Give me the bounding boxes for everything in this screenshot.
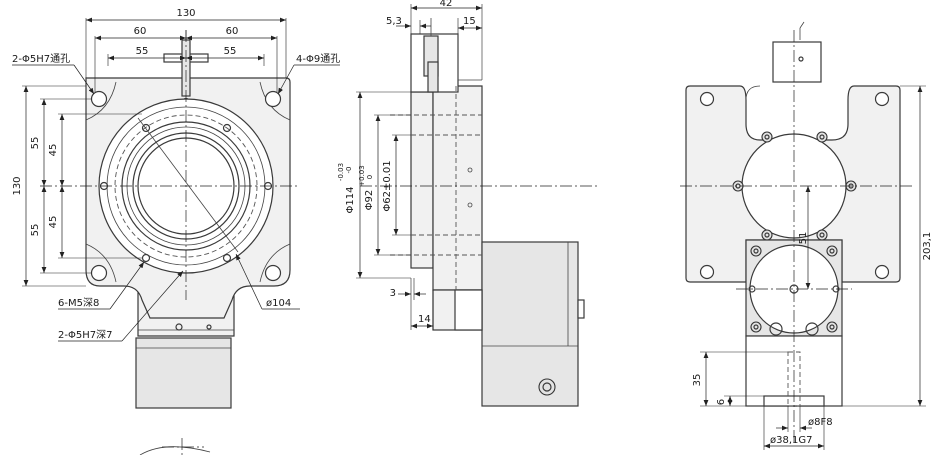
dim-side-114-tol: -0.03 <box>337 163 345 181</box>
side-motor-connector <box>538 378 556 396</box>
dim-front-height-130: 130 <box>12 176 23 195</box>
dim-front-55-right: 55 <box>224 46 237 57</box>
side-view: 42 5,3 15 Φ114 -0.03 -0 Φ92 +0.03 0 Φ62±… <box>337 0 600 407</box>
front-tapped-hole <box>141 123 151 133</box>
dim-side-62: Φ62±0.01 <box>382 160 393 211</box>
front-tapped-hole <box>222 123 232 133</box>
dim-side-114: Φ114 <box>345 187 356 214</box>
dim-rear-8f8: ø8F8 <box>808 417 833 428</box>
rear-view: 203,1 51 35 6 ø8F8 ø38,1G7 <box>680 21 933 450</box>
dim-side-92-tol0: 0 <box>366 175 374 179</box>
dim-side-92: Φ92 <box>364 190 375 211</box>
dim-front-60-right: 60 <box>226 26 239 37</box>
callout-mount-holes: 4-Φ9通孔 <box>296 53 340 65</box>
side-main-plate <box>410 91 434 269</box>
dim-front-55-lower: 55 <box>30 224 41 237</box>
front-tapped-hole <box>141 253 151 263</box>
dim-rear-35: 35 <box>692 374 703 387</box>
callout-pcd: ø104 <box>266 298 291 309</box>
front-cable-stub <box>181 39 191 97</box>
dim-rear-38: ø38,1G7 <box>770 435 813 446</box>
dim-side-5-3: 5,3 <box>386 16 402 27</box>
dim-rear-203: 203,1 <box>922 232 933 261</box>
dim-front-55-left: 55 <box>136 46 149 57</box>
front-tapped-hole <box>222 253 232 263</box>
dim-side-3: 3 <box>390 288 396 299</box>
dim-front-60-left: 60 <box>134 26 147 37</box>
rear-hole-bottom-right <box>874 264 890 280</box>
callout-dowel-through: 2-Φ5H7通孔 <box>12 53 70 65</box>
callout-tapped-holes: 6-M5深8 <box>58 297 99 309</box>
dim-side-92-tol: +0.03 <box>358 165 366 186</box>
dim-front-45-upper: 45 <box>48 144 59 157</box>
dim-side-42: 42 <box>440 0 453 9</box>
front-hole-top-right <box>264 90 282 108</box>
callout-dowel-blind: 2-Φ5H7深7 <box>58 329 112 341</box>
front-hole-bottom-left <box>90 264 108 282</box>
rear-cable-box <box>772 41 822 83</box>
dim-rear-6: 6 <box>716 399 727 405</box>
rear-hole-top-left <box>699 91 715 107</box>
side-body <box>432 85 483 291</box>
dim-side-114-tol0: -0 <box>345 167 353 174</box>
rear-hole-top-right <box>874 91 890 107</box>
dim-front-45-lower: 45 <box>48 216 59 229</box>
side-motor <box>481 241 579 407</box>
dim-rear-51: 51 <box>798 232 809 245</box>
dim-front-width-130: 130 <box>176 8 195 19</box>
dim-side-15: 15 <box>463 16 476 27</box>
dim-front-55-upper: 55 <box>30 137 41 150</box>
dim-side-14: 14 <box>418 314 431 325</box>
front-view: 130 60 60 55 55 130 55 55 45 45 2-Φ5H7通孔 <box>12 8 340 455</box>
front-hole-bottom-right <box>264 264 282 282</box>
front-motor-block <box>135 337 232 409</box>
rear-hole-bottom-left <box>699 264 715 280</box>
front-partial-view <box>139 446 211 455</box>
